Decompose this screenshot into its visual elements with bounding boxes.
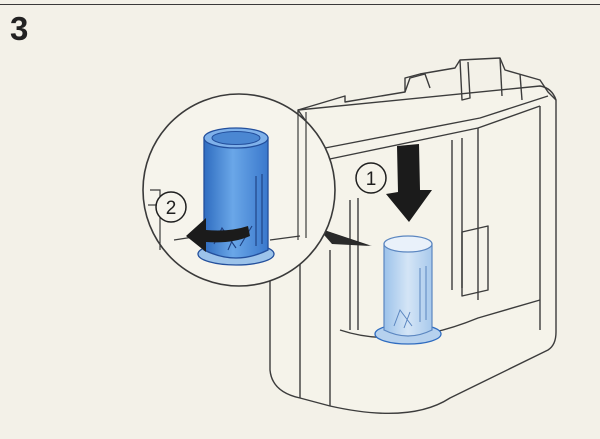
step-number: 3 <box>10 10 29 47</box>
filter-cylinder-installed <box>374 235 442 345</box>
callout-2: 2 <box>155 191 187 223</box>
zoom-detail-circle <box>142 93 336 287</box>
callout-1: 1 <box>355 162 387 194</box>
callout-1-label: 1 <box>366 169 377 190</box>
rotate-left-arrow-icon <box>186 218 250 252</box>
top-rule <box>0 4 600 5</box>
pointer-wedge-icon <box>318 228 372 246</box>
callout-2-label: 2 <box>166 198 177 219</box>
filter-cylinder-detail <box>197 127 275 266</box>
down-arrow-icon <box>386 144 432 222</box>
